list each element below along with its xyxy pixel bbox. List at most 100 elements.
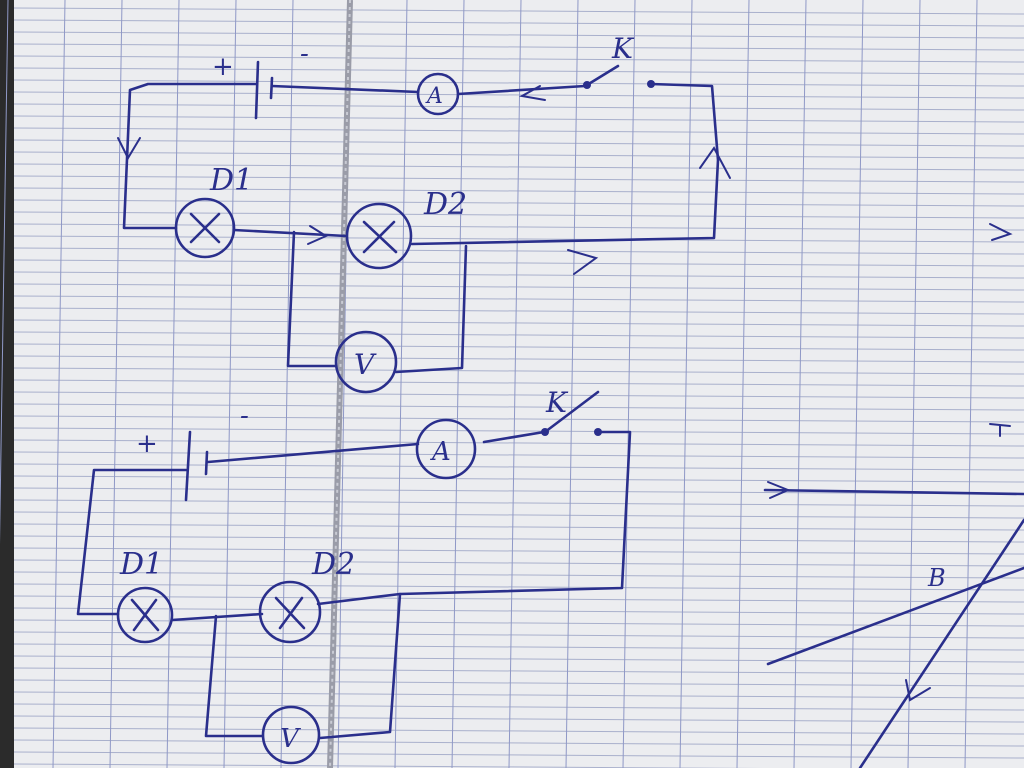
- wire-bottom-right: [316, 430, 632, 606]
- voltmeter-top-label: V: [354, 348, 377, 381]
- current-arrow-top-left: [117, 137, 141, 161]
- ray-line-2: [858, 518, 1024, 768]
- grid-line: [565, 0, 579, 768]
- ruled-line: [13, 739, 1024, 747]
- ruled-line: [13, 187, 1024, 195]
- point-b-label: B: [927, 564, 946, 592]
- ruled-line: [13, 55, 1024, 63]
- battery-bottom-minus: -: [240, 401, 249, 431]
- ruled-line: [13, 175, 1024, 183]
- ruled-line: [13, 211, 1024, 219]
- wire-top-upper: [122, 82, 258, 230]
- circuit-bottom: + - A K D1 D2: [76, 386, 632, 765]
- grid-line: [850, 0, 864, 768]
- ammeter-top-label: A: [425, 84, 443, 109]
- ruled-line: [13, 715, 1024, 723]
- ruled-line: [13, 619, 1024, 627]
- ruled-line: [13, 535, 1024, 543]
- ruled-line: [13, 31, 1024, 39]
- grid-line: [679, 0, 693, 768]
- circuit-top: + - A K D1: [117, 32, 731, 394]
- ruled-line: [13, 235, 1024, 243]
- ruled-line: [13, 559, 1024, 567]
- battery-bottom-plus: +: [136, 429, 158, 459]
- ruled-line: [13, 511, 1024, 519]
- grid-line: [223, 0, 237, 768]
- ruled-line: [13, 667, 1024, 675]
- margin-mark-2: [989, 423, 1011, 437]
- ruled-line: [13, 391, 1024, 399]
- grid-line: [907, 0, 921, 768]
- battery-top-minus: -: [300, 39, 309, 69]
- ruled-line: [13, 67, 1024, 75]
- wire-top-ammeter-to-switch: [456, 84, 587, 96]
- axis-arrow: [767, 481, 791, 499]
- grid-line: [109, 0, 123, 768]
- ruled-line: [13, 199, 1024, 207]
- ruled-line: [13, 283, 1024, 291]
- ruled-line: [13, 259, 1024, 267]
- lamp-d1-top-label: D1: [209, 163, 253, 198]
- switch-top-label: K: [611, 32, 635, 65]
- switch-bottom: K: [541, 386, 602, 436]
- ammeter-bottom: A: [415, 418, 477, 480]
- ruled-line: [13, 19, 1024, 27]
- ruled-line: [13, 163, 1024, 171]
- ruled-line: [13, 631, 1024, 639]
- battery-bottom: + -: [136, 401, 249, 502]
- ruled-line: [13, 751, 1024, 759]
- grid-line: [793, 0, 807, 768]
- lamp-d1-bottom: D1: [116, 547, 174, 644]
- ruled-line: [13, 523, 1024, 531]
- ruled-line: [13, 643, 1024, 651]
- voltmeter-bottom-label: V: [280, 724, 301, 754]
- current-arrow-top-bottom: [567, 249, 599, 275]
- ruled-line: [13, 223, 1024, 231]
- ruled-line: [13, 655, 1024, 663]
- grid-line: [0, 0, 9, 545]
- optics-sketch: B: [763, 223, 1024, 768]
- lamp-d2-bottom: D2: [258, 547, 355, 644]
- ruled-line: [13, 79, 1024, 87]
- lamp-d2-top-label: D2: [423, 187, 467, 222]
- current-arrow-top-mid: [519, 85, 546, 101]
- grid-line: [736, 0, 750, 768]
- wire-bottom-battery-to-ammeter: [206, 442, 420, 464]
- lamp-d1-bottom-label: D1: [119, 547, 163, 582]
- ruled-line: [13, 403, 1024, 411]
- wire-top-battery-to-ammeter: [270, 84, 420, 94]
- ruled-line: [13, 343, 1024, 351]
- ruled-line: [13, 415, 1024, 423]
- ruled-line: [13, 367, 1024, 375]
- switch-bottom-label: K: [545, 386, 569, 419]
- lamp-d2-bottom-label: D2: [311, 547, 355, 582]
- current-arrow-top-lamps: [307, 225, 329, 245]
- current-arrow-top-right: [699, 146, 731, 179]
- page-edge: [0, 0, 14, 768]
- ruled-line: [13, 607, 1024, 615]
- grid-line: [964, 0, 978, 768]
- wire-top-voltmeter-loop: [286, 230, 468, 374]
- ruled-line: [13, 247, 1024, 255]
- ruled-line: [13, 319, 1024, 327]
- voltmeter-top: V: [334, 330, 398, 394]
- ruled-line: [13, 691, 1024, 699]
- grid-line: [622, 0, 636, 768]
- ruled-line: [13, 307, 1024, 315]
- battery-top: + -: [212, 39, 309, 120]
- ruled-line: [13, 355, 1024, 363]
- ruled-line: [13, 679, 1024, 687]
- grid-line: [52, 0, 66, 768]
- grid-line: [451, 0, 465, 768]
- binding-stitch: [329, 0, 351, 768]
- ruled-line: [13, 583, 1024, 591]
- ruled-line: [13, 295, 1024, 303]
- margin-mark-1: [989, 223, 1013, 241]
- ruled-line: [13, 7, 1024, 15]
- ruled-line: [13, 763, 772, 768]
- battery-top-plus: +: [212, 52, 234, 82]
- ruled-line: [13, 727, 1024, 735]
